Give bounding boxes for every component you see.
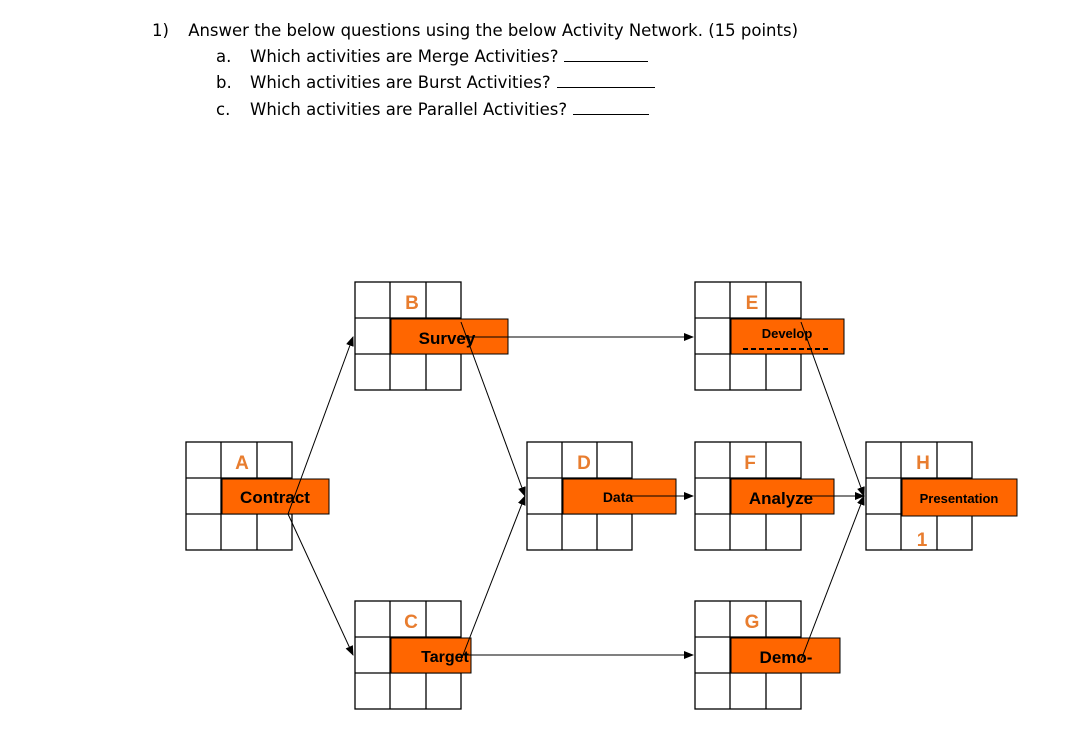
answer-blank[interactable] <box>556 75 655 88</box>
name-F: Analyze <box>749 489 813 508</box>
name-A: Contract <box>240 488 310 507</box>
activity-box-C <box>390 637 472 674</box>
letter-H: H <box>916 453 930 474</box>
activity-letters: B E A D F H C G 1 <box>235 293 930 633</box>
item-marker: c. <box>216 100 231 119</box>
dependency-arrows <box>287 321 865 661</box>
letter-E: E <box>746 293 759 314</box>
letter-B: B <box>405 293 419 314</box>
name-G: Demo- <box>760 648 813 667</box>
arrow-A-to-B <box>287 336 354 515</box>
arrow-C-to-D <box>460 495 526 661</box>
question-item-c: c. Which activities are Parallel Activit… <box>216 100 650 119</box>
item-text: Which activities are Parallel Activities… <box>250 100 568 119</box>
letter-A: A <box>235 453 249 474</box>
name-E: Develop <box>762 326 813 341</box>
question-item-a: a. Which activities are Merge Activities… <box>216 47 649 66</box>
letter-G: G <box>745 612 760 633</box>
question-title: Answer the below questions using the bel… <box>188 21 799 40</box>
question-heading: 1) Answer the below questions using the … <box>152 21 798 40</box>
question-item-b: b. Which activities are Burst Activities… <box>216 73 655 92</box>
arrow-A-to-C <box>287 513 354 656</box>
label-H-extra: 1 <box>917 530 928 551</box>
activity-box-H <box>901 478 1018 517</box>
arrow-G-to-H <box>800 495 865 661</box>
activity-box-G <box>730 637 841 674</box>
name-H: Presentation <box>920 491 999 506</box>
arrow-E-to-H <box>800 321 865 497</box>
item-text: Which activities are Merge Activities? <box>250 47 559 66</box>
name-B: Survey <box>419 329 476 348</box>
letter-C: C <box>404 612 418 633</box>
letter-D: D <box>577 453 591 474</box>
activity-box-A <box>221 478 330 515</box>
item-marker: b. <box>216 73 232 92</box>
arrow-B-to-D <box>460 321 526 497</box>
answer-blank[interactable] <box>564 49 649 62</box>
answer-blank[interactable] <box>573 102 650 115</box>
item-text: Which activities are Burst Activities? <box>250 73 551 92</box>
item-marker: a. <box>216 47 232 66</box>
question-number: 1) <box>152 21 169 40</box>
name-C: Target <box>421 649 469 666</box>
name-D: Data <box>603 489 634 505</box>
letter-F: F <box>744 453 756 474</box>
